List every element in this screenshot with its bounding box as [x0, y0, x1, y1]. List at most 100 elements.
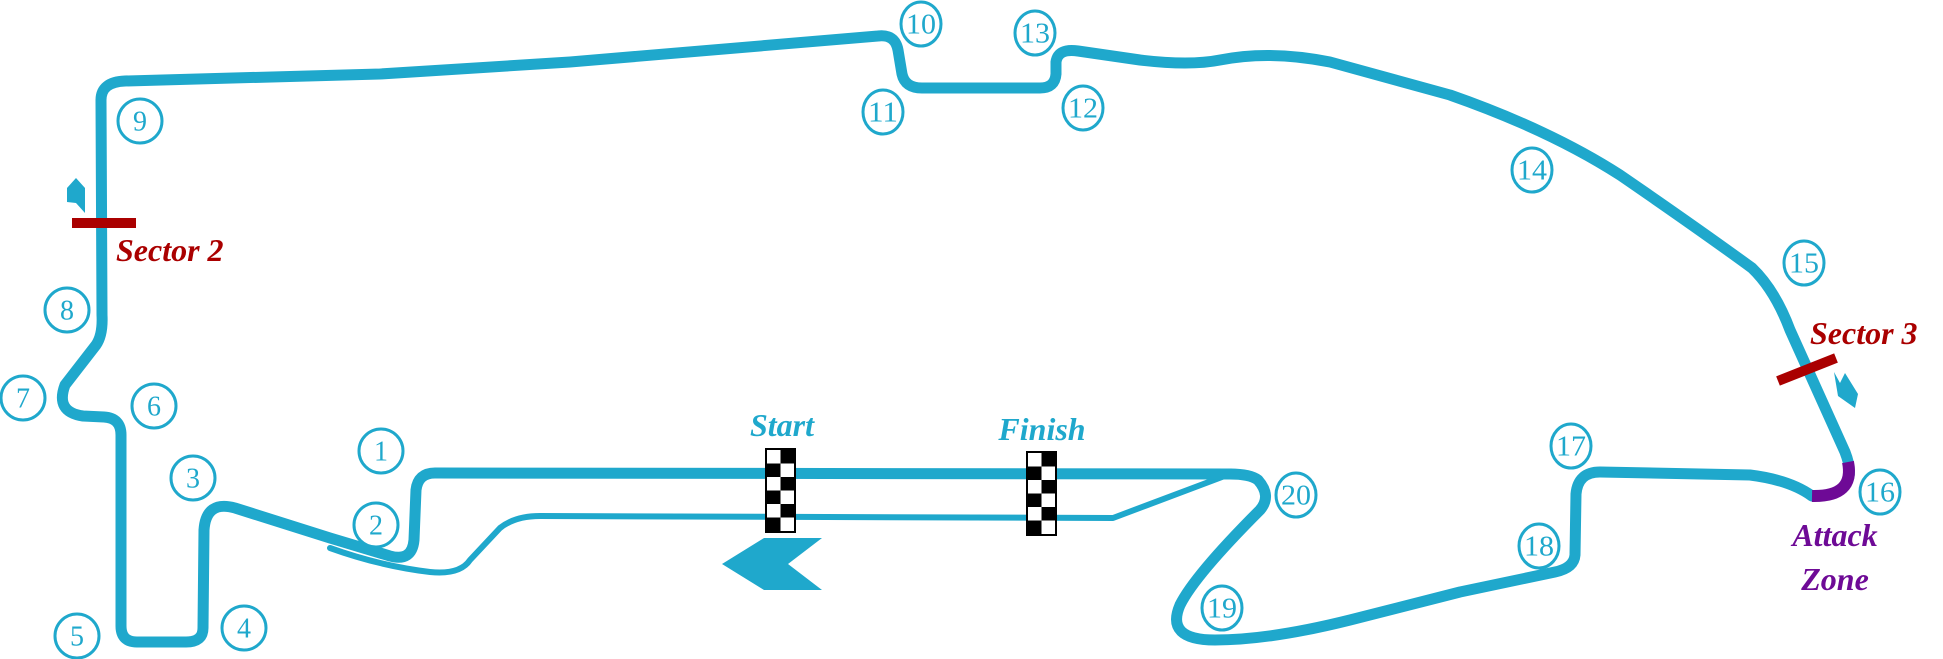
turn-circle	[1274, 471, 1318, 519]
checkered-flag-square	[780, 504, 794, 518]
turn-marker-12: 12	[1061, 84, 1105, 132]
turn-number: 20	[1281, 481, 1311, 512]
checkered-flag-square	[780, 477, 794, 491]
turn-marker-9: 9	[116, 97, 164, 145]
checkered-flag-square	[1041, 480, 1055, 494]
checkered-flag-square	[1028, 507, 1042, 521]
attack-zone-label-line2: Zone	[1800, 561, 1869, 597]
start-flag	[765, 448, 796, 533]
turn-marker-3: 3	[169, 454, 217, 502]
turn-marker-10: 10	[899, 0, 943, 48]
turn-number: 7	[16, 384, 30, 415]
checkered-flag-square	[767, 504, 781, 518]
turn-circle	[899, 0, 943, 48]
turn-marker-7: 7	[0, 374, 47, 422]
turn-marker-13: 13	[1013, 9, 1057, 57]
turn-marker-11: 11	[861, 88, 905, 136]
checkered-flag-square	[767, 490, 781, 504]
sector-3-marker	[1776, 353, 1838, 386]
sector-2-label: Sector 2	[116, 232, 224, 268]
checkered-flag-square	[1041, 453, 1055, 467]
start-label: Start	[750, 407, 815, 443]
turn-number: 11	[868, 98, 898, 129]
finish-label: Finish	[997, 411, 1085, 447]
turn-number: 8	[60, 296, 74, 327]
turn-circle	[1200, 584, 1244, 632]
checkered-flag-square	[767, 477, 781, 491]
checkered-flag-square	[780, 517, 794, 531]
checkered-flag-square	[1028, 520, 1042, 534]
turn-circle	[1517, 522, 1561, 570]
attack-zone-label-line1: Attack	[1790, 517, 1877, 553]
turn-circle	[1510, 146, 1554, 194]
checkered-flag-square	[767, 463, 781, 477]
attack-zone-arc	[1811, 460, 1855, 503]
turn-marker-5: 5	[53, 612, 101, 659]
turn-number: 13	[1020, 19, 1050, 50]
turn-marker-14: 14	[1510, 146, 1554, 194]
turn-circle	[1549, 422, 1593, 470]
arrow-down-icon	[1834, 372, 1858, 408]
turn-marker-2: 2	[352, 501, 400, 549]
turn-number: 16	[1865, 478, 1895, 509]
checkered-flag-square	[1028, 493, 1042, 507]
turn-marker-20: 20	[1274, 471, 1318, 519]
turn-marker-16: 16	[1858, 468, 1902, 516]
turn-circle	[53, 612, 101, 659]
pit-lane	[327, 471, 1233, 576]
turn-number: 15	[1789, 249, 1819, 280]
turn-circle	[220, 604, 268, 652]
turn-circle	[1782, 239, 1826, 287]
turn-number: 1	[374, 437, 388, 468]
turn-circle	[43, 286, 91, 334]
arrow-up-icon	[67, 178, 85, 213]
turn-number: 4	[237, 614, 251, 645]
finish-flag	[1026, 451, 1057, 536]
checkered-flag-square	[780, 450, 794, 464]
turn-marker-19: 19	[1200, 584, 1244, 632]
turn-marker-6: 6	[130, 382, 178, 430]
turn-number: 6	[147, 392, 161, 423]
checkered-flag-square	[1041, 507, 1055, 521]
turn-circle	[1061, 84, 1105, 132]
turn-circle	[861, 88, 905, 136]
turn-number: 19	[1207, 594, 1237, 625]
turn-number: 5	[70, 622, 84, 653]
circuit-track	[56, 30, 1855, 648]
turn-number: 17	[1556, 432, 1586, 463]
sector-3-label: Sector 3	[1810, 315, 1918, 351]
checkered-flag-square	[1041, 466, 1055, 480]
checkered-flag-square	[767, 517, 781, 531]
turn-number: 3	[186, 464, 200, 495]
turn-circle	[116, 97, 164, 145]
checkered-flag-square	[1028, 480, 1042, 494]
checkered-flag-square	[780, 463, 794, 477]
turn-circle	[1013, 9, 1057, 57]
chevron-left-icon	[722, 538, 822, 590]
checkered-flag-square	[1028, 466, 1042, 480]
turn-marker-8: 8	[43, 286, 91, 334]
turn-number: 18	[1524, 532, 1554, 563]
checkered-flag-square	[1041, 520, 1055, 534]
turn-number: 12	[1068, 94, 1098, 125]
turn-circle	[352, 501, 400, 549]
circuit-track-final-sector	[1171, 466, 1818, 646]
checkered-flag-square	[780, 490, 794, 504]
turn-marker-1: 1	[357, 427, 405, 475]
turn-number: 10	[906, 10, 936, 41]
turn-number: 2	[369, 511, 383, 542]
turn-circle	[0, 374, 47, 422]
checkered-flag-square	[767, 450, 781, 464]
turn-circle	[1858, 468, 1902, 516]
turn-marker-17: 17	[1549, 422, 1593, 470]
turn-marker-15: 15	[1782, 239, 1826, 287]
turn-marker-4: 4	[220, 604, 268, 652]
turn-circle	[130, 382, 178, 430]
turn-marker-18: 18	[1517, 522, 1561, 570]
turn-number: 9	[133, 107, 147, 138]
checkered-flag-square	[1028, 453, 1042, 467]
turn-circle	[357, 427, 405, 475]
checkered-flag-square	[1041, 493, 1055, 507]
